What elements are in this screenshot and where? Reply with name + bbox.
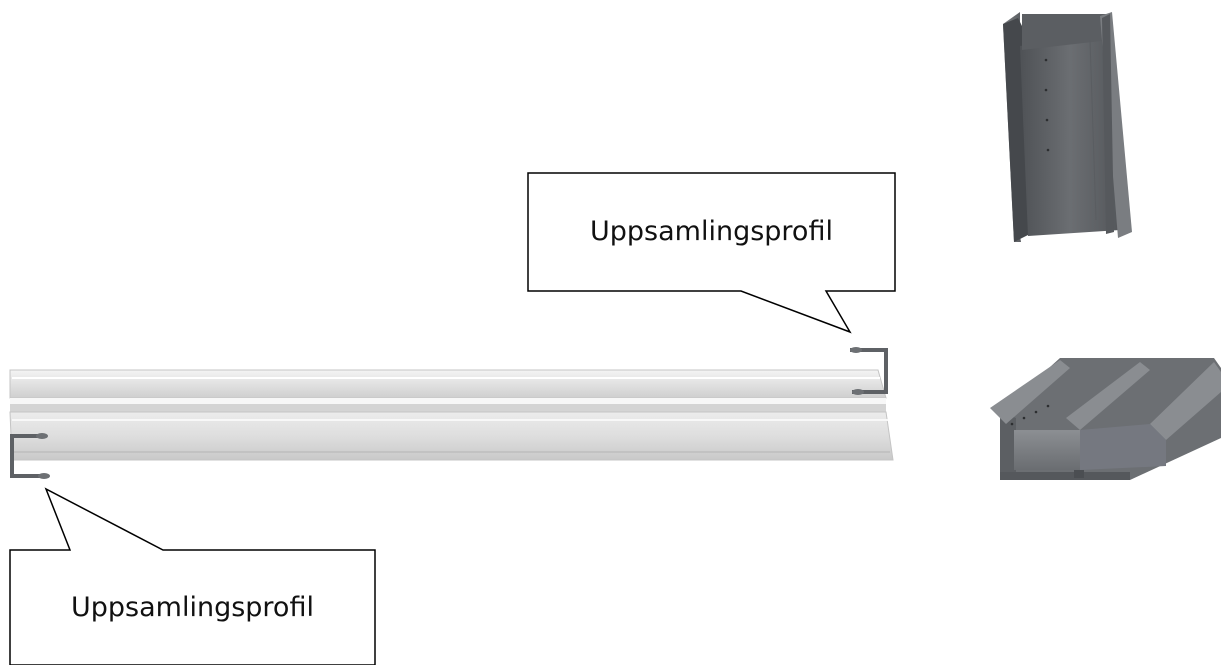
double-track-profile [990,358,1221,480]
callout-bottom-label: Uppsamlingsprofil [71,592,314,623]
end-profile-left [10,433,50,479]
callout-top-label: Uppsamlingsprofil [590,216,833,247]
callout-bottom [9,487,376,665]
long-rail-profile [9,369,894,461]
end-profile-right [850,347,888,395]
callout-top [527,172,896,334]
u-channel-upright [1003,12,1132,242]
